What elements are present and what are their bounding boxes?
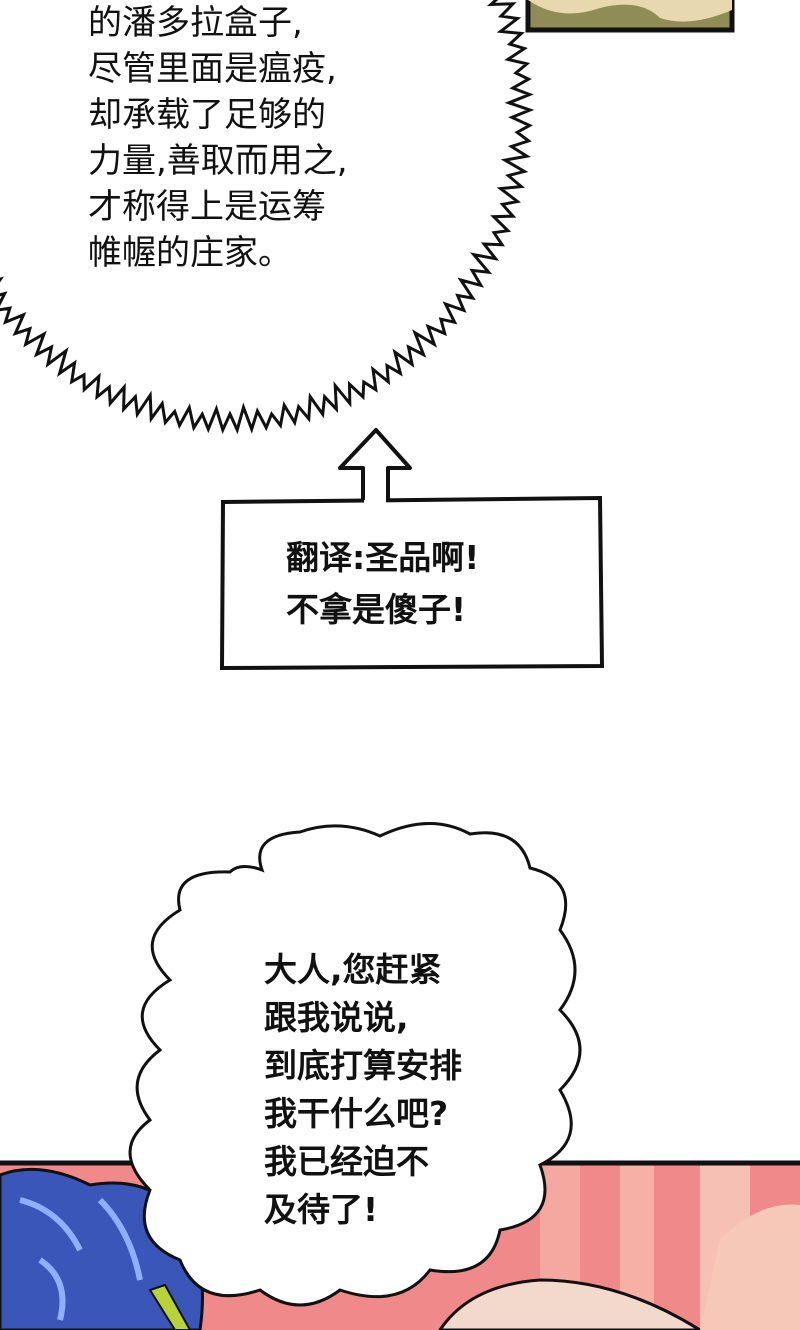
burst-bubble	[0, 0, 535, 435]
burst-line: 力量,善取而用之,	[88, 141, 348, 181]
caption-line: 翻译:圣品啊!	[286, 538, 480, 577]
burst-line: 的潘多拉盒子,	[88, 3, 303, 43]
caption-box-text: 翻译:圣品啊! 不拿是傻子!	[286, 532, 479, 636]
burst-bubble-text: 的潘多拉盒子, 尽管里面是瘟疫, 却承载了足够的 力量,善取而用之, 才称得上是…	[88, 0, 348, 276]
cloud-line: 跟我说说,	[264, 998, 409, 1037]
cloud-line: 大人,您赶紧	[264, 950, 442, 989]
burst-line: 却承载了足够的	[88, 95, 326, 135]
caption-box	[219, 492, 605, 671]
burst-line: 尽管里面是瘟疫,	[88, 49, 337, 89]
cloud-line: 到底打算安排	[264, 1046, 462, 1085]
cloud-bubble-text: 大人,您赶紧 跟我说说, 到底打算安排 我干什么吧? 我已经迫不 及待了!	[264, 946, 462, 1234]
arrow-up-icon	[338, 428, 412, 500]
caption-line: 不拿是傻子!	[286, 590, 467, 629]
cloud-line: 我已经迫不	[264, 1142, 429, 1181]
top-panel-fragment	[525, 0, 735, 33]
burst-line: 才称得上是运筹	[88, 187, 326, 227]
cloud-line: 及待了!	[264, 1190, 379, 1229]
cloud-bubble	[128, 822, 582, 1307]
burst-line: 帷幄的庄家。	[88, 233, 292, 273]
cloud-line: 我干什么吧?	[264, 1094, 449, 1133]
